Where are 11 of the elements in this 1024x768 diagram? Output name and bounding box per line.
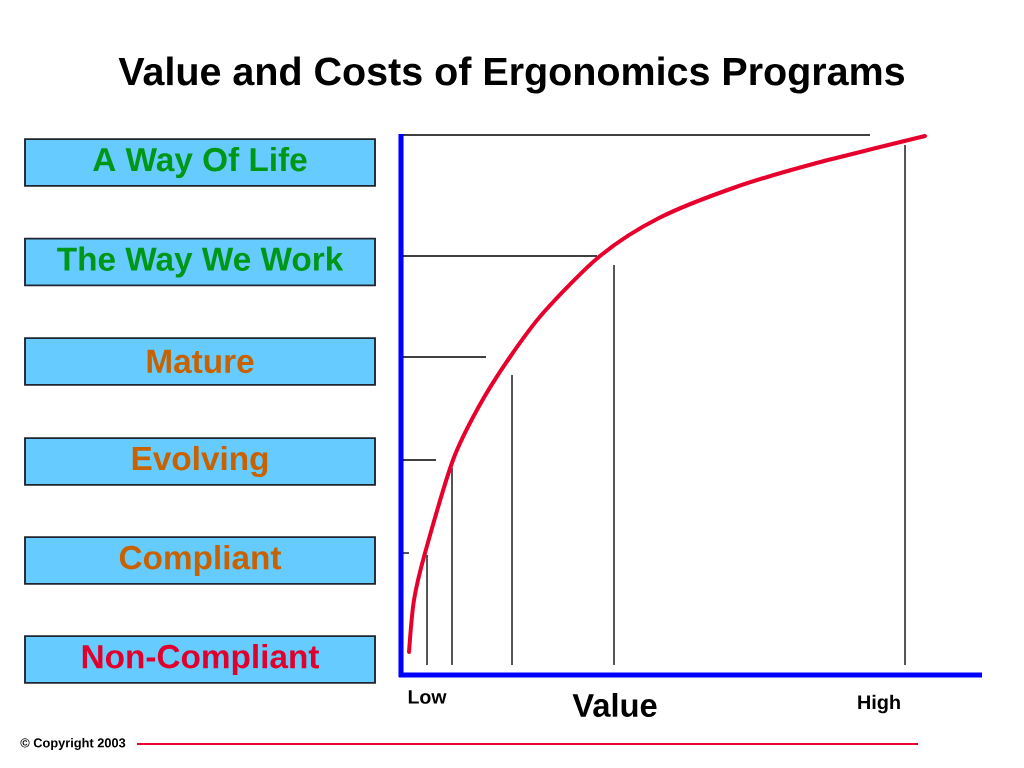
level-box: Mature (24, 337, 376, 386)
axis-end-label: Low (408, 690, 447, 704)
axis-end-label: High (858, 694, 900, 714)
level-box: Evolving (24, 437, 376, 486)
level-box: A Way Of Life (24, 138, 376, 187)
copyright-notice: © Copyright 2003 (20, 738, 126, 750)
axis-title: Value (572, 693, 657, 717)
title: Value and Costs of Ergonomics Programs (118, 56, 904, 94)
level-box: Compliant (24, 536, 376, 585)
level-box: The Way We Work (24, 237, 376, 287)
level-box: Non-Compliant (24, 635, 376, 684)
